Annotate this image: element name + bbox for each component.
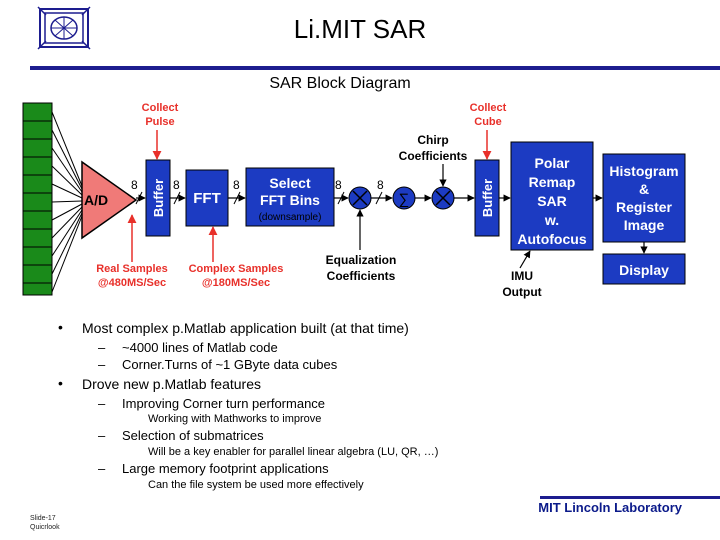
slide-id: Slide-17 — [30, 515, 56, 522]
histogram-register-block: Histogram & Register Image — [602, 153, 686, 243]
equalization-label: Equalization — [326, 253, 397, 267]
diagram-title: SAR Block Diagram — [269, 75, 410, 92]
bus-width-8-e: 8 — [377, 178, 384, 192]
fft-block: FFT — [185, 169, 229, 227]
svg-text:Register: Register — [616, 199, 673, 215]
bus-width-8-b: 8 — [173, 178, 180, 192]
svg-text:Buffer: Buffer — [480, 179, 495, 217]
collect-pulse-label-2: Pulse — [145, 116, 174, 128]
collect-pulse-label: Collect — [142, 102, 179, 114]
bullet-2-sub-3-note: Can the file system be used more effecti… — [148, 479, 364, 491]
bullet-2-sub-3: Large memory footprint applications — [122, 461, 329, 476]
chirp-label: Chirp — [417, 133, 448, 147]
doc-id: Quicrlook — [30, 524, 60, 531]
svg-text:A/D: A/D — [84, 192, 108, 208]
svg-text:Select: Select — [269, 175, 311, 191]
select-fft-bins-block: Select FFT Bins (downsample) — [245, 167, 335, 227]
sar-block-diagram: SAR Block Diagram A/D Buffer — [22, 75, 686, 299]
svg-text:Remap: Remap — [529, 174, 576, 190]
svg-text:&: & — [639, 181, 649, 197]
bus-width-marks — [135, 191, 383, 205]
bullet-1-sub-1: ~4000 lines of Matlab code — [122, 340, 278, 355]
polar-remap-sar-block: Polar Remap SAR w. Autofocus — [510, 141, 594, 251]
page-title: Li.MIT SAR — [293, 14, 427, 44]
bus-width-8-a: 8 — [131, 178, 138, 192]
dash: – — [98, 396, 106, 411]
svg-text:Autofocus: Autofocus — [517, 231, 586, 247]
collect-cube-label: Collect — [470, 102, 507, 114]
svg-text:SAR: SAR — [537, 193, 567, 209]
buffer-2-block: Buffer — [474, 159, 500, 237]
dash: – — [98, 428, 106, 443]
svg-text:FFT Bins: FFT Bins — [260, 192, 320, 208]
real-samples-rate: @480MS/Sec — [98, 277, 166, 289]
antenna-stack — [22, 102, 53, 296]
footer-rule — [540, 496, 720, 499]
bus-width-8-d: 8 — [335, 178, 342, 192]
buffer-1-block: Buffer — [145, 159, 171, 237]
complex-samples-rate: @180MS/Sec — [202, 277, 270, 289]
ad-converter: A/D — [81, 160, 138, 240]
bullet-2: Drove new p.Matlab features — [82, 376, 261, 392]
bullet-2-sub-2: Selection of submatrices — [122, 428, 264, 443]
multiplier-1 — [348, 186, 372, 210]
lab-name: MIT Lincoln Laboratory — [538, 500, 682, 515]
bullet-dot: • — [58, 319, 63, 335]
dash: – — [98, 340, 106, 355]
slide-number: Slide-17 Quicrlook — [30, 514, 60, 532]
bullet-2-sub-1: Improving Corner turn performance — [122, 396, 326, 411]
svg-text:∑: ∑ — [399, 191, 410, 208]
bullet-1: Most complex p.Matlab application built … — [82, 320, 409, 336]
svg-text:Buffer: Buffer — [151, 179, 166, 217]
svg-text:(downsample): (downsample) — [259, 212, 322, 223]
svg-text:Display: Display — [619, 262, 669, 278]
fan-lines — [51, 111, 83, 293]
bus-width-8-c: 8 — [233, 178, 240, 192]
title-rule — [30, 66, 720, 70]
equalization-label-2: Coefficients — [327, 269, 396, 283]
real-samples-label: Real Samples — [96, 263, 168, 275]
svg-text:Histogram: Histogram — [609, 163, 678, 179]
svg-text:Polar: Polar — [534, 155, 570, 171]
bullet-2-sub-1-note: Working with Mathworks to improve — [148, 413, 322, 425]
chirp-label-2: Coefficients — [399, 149, 468, 163]
bullet-1-sub-2: Corner.Turns of ~1 GByte data cubes — [122, 357, 338, 372]
bullet-2-sub-2-note: Will be a key enabler for parallel linea… — [148, 446, 439, 458]
lincoln-logo-icon — [36, 6, 92, 55]
imu-label: IMU — [511, 269, 533, 283]
imu-label-2: Output — [502, 285, 541, 299]
collect-cube-label-2: Cube — [474, 116, 502, 128]
control-arrows — [127, 130, 492, 262]
svg-text:FFT: FFT — [193, 190, 221, 207]
svg-text:Image: Image — [624, 217, 665, 233]
bullet-dot: • — [58, 375, 63, 391]
dash: – — [98, 461, 106, 476]
dash: – — [98, 357, 106, 372]
svg-text:w.: w. — [544, 212, 559, 228]
complex-samples-label: Complex Samples — [189, 263, 284, 275]
display-block: Display — [602, 253, 686, 285]
